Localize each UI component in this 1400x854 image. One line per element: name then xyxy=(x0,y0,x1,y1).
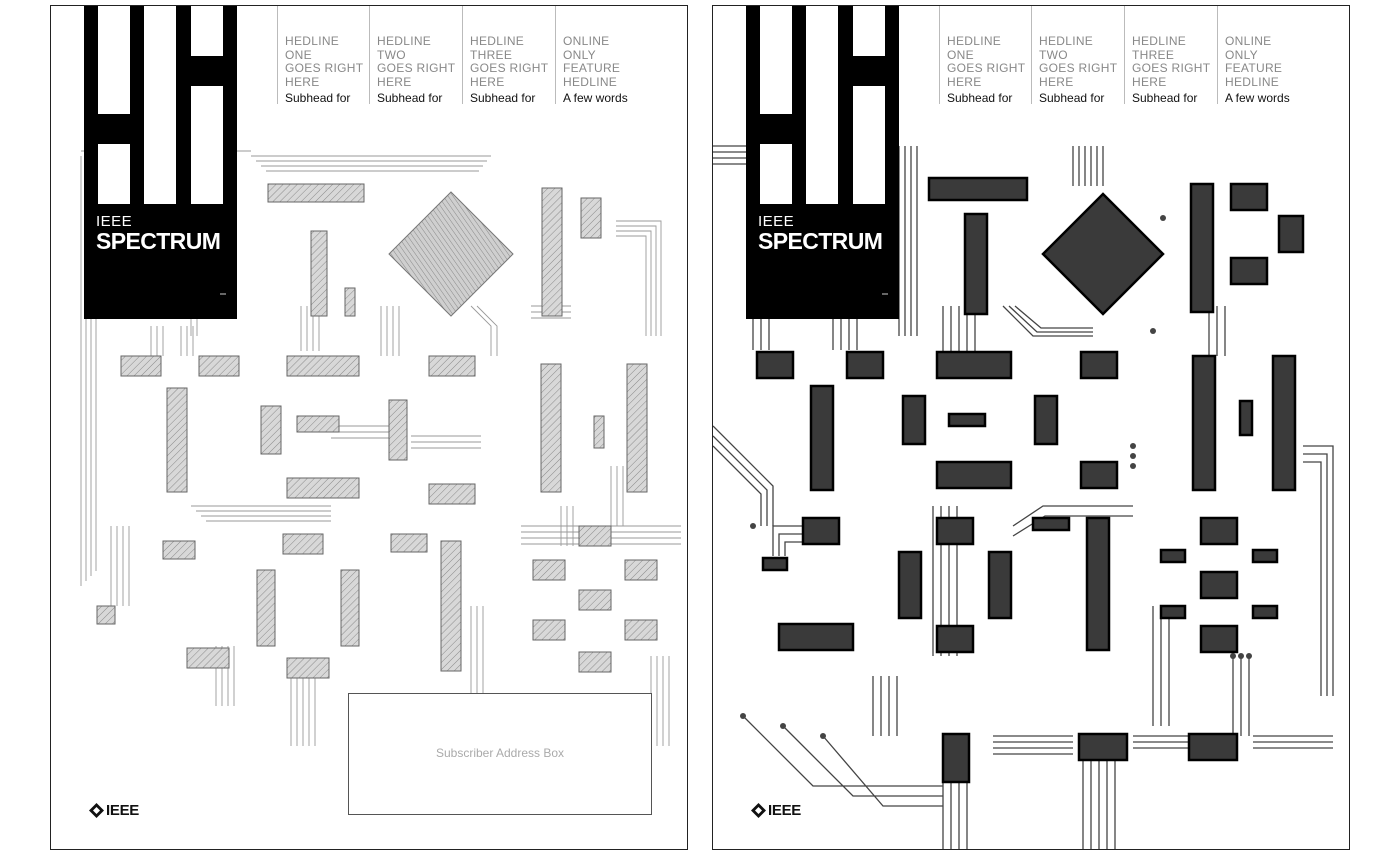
headline-title: HEDLINE TWO GOES RIGHT HERE xyxy=(377,34,456,89)
headline-subhead: Subhead for xyxy=(377,91,443,105)
headline-title: HEDLINE ONE GOES RIGHT HERE xyxy=(947,34,1026,89)
masthead-org: IEEE xyxy=(96,213,133,230)
headline-three: HEDLINE THREE GOES RIGHT HERE Subhead fo… xyxy=(1124,6,1217,105)
ieee-diamond-icon xyxy=(751,803,766,818)
ieee-logo: IEEE xyxy=(89,802,139,819)
headline-two: HEDLINE TWO GOES RIGHT HERE Subhead for xyxy=(1031,6,1124,105)
headline-title: HEDLINE THREE GOES RIGHT HERE xyxy=(1132,34,1211,89)
masthead-bar xyxy=(98,144,130,204)
headline-online: ONLINE ONLY FEATURE HEDLINE A few words xyxy=(1217,6,1310,105)
headline-one: HEDLINE ONE GOES RIGHT HERE Subhead for xyxy=(939,6,1032,105)
headline-title: ONLINE ONLY FEATURE HEDLINE xyxy=(1225,34,1283,89)
ieee-diamond-icon xyxy=(89,803,104,818)
headline-title: HEDLINE ONE GOES RIGHT HERE xyxy=(285,34,364,89)
masthead-title: SPECTRUM xyxy=(96,228,221,254)
masthead-bar xyxy=(144,6,176,204)
headline-title: HEDLINE THREE GOES RIGHT HERE xyxy=(470,34,549,89)
address-box-label: Subscriber Address Box xyxy=(435,746,565,760)
headline-subhead: A few words xyxy=(563,91,628,105)
ieee-logo-text: IEEE xyxy=(106,802,139,819)
headline-two: HEDLINE TWO GOES RIGHT HERE Subhead for xyxy=(369,6,462,105)
masthead: IEEE SPECTRUM xyxy=(84,6,237,319)
headline-subhead: Subhead for xyxy=(947,91,1013,105)
headline-title: ONLINE ONLY FEATURE HEDLINE xyxy=(563,34,621,89)
circuit-final-art xyxy=(713,145,1334,849)
masthead-mark xyxy=(882,293,888,295)
masthead: IEEE SPECTRUM xyxy=(746,6,899,319)
masthead-bar xyxy=(191,6,223,56)
masthead-bar xyxy=(760,144,792,204)
headline-subhead: Subhead for xyxy=(285,91,351,105)
masthead-org: IEEE xyxy=(758,213,795,230)
headline-title: HEDLINE TWO GOES RIGHT HERE xyxy=(1039,34,1118,89)
masthead-bar xyxy=(760,6,792,114)
masthead-bar xyxy=(98,6,130,114)
masthead-mark xyxy=(220,293,226,295)
headline-online: ONLINE ONLY FEATURE HEDLINE A few words xyxy=(555,6,648,105)
headline-subhead: Subhead for xyxy=(1132,91,1198,105)
masthead-bar xyxy=(806,6,838,204)
headline-subhead: Subhead for xyxy=(470,91,536,105)
subscriber-address-box: Subscriber Address Box xyxy=(348,693,652,815)
headline-one: HEDLINE ONE GOES RIGHT HERE Subhead for xyxy=(277,6,370,105)
masthead-bar xyxy=(853,6,885,56)
ieee-logo-text: IEEE xyxy=(768,802,801,819)
headline-subhead: A few words xyxy=(1225,91,1290,105)
cover-final: IEEE SPECTRUM HEDLINE ONE GOES RIGHT HER… xyxy=(712,5,1350,850)
masthead-title: SPECTRUM xyxy=(758,228,883,254)
cover-sketch: IEEE SPECTRUM HEDLINE ONE GOES RIGHT HER… xyxy=(50,5,688,850)
headline-three: HEDLINE THREE GOES RIGHT HERE Subhead fo… xyxy=(462,6,555,105)
headline-subhead: Subhead for xyxy=(1039,91,1105,105)
ieee-logo: IEEE xyxy=(751,802,801,819)
masthead-bar xyxy=(853,86,885,204)
masthead-bar xyxy=(191,86,223,204)
circuit-sketch-art xyxy=(80,150,681,746)
